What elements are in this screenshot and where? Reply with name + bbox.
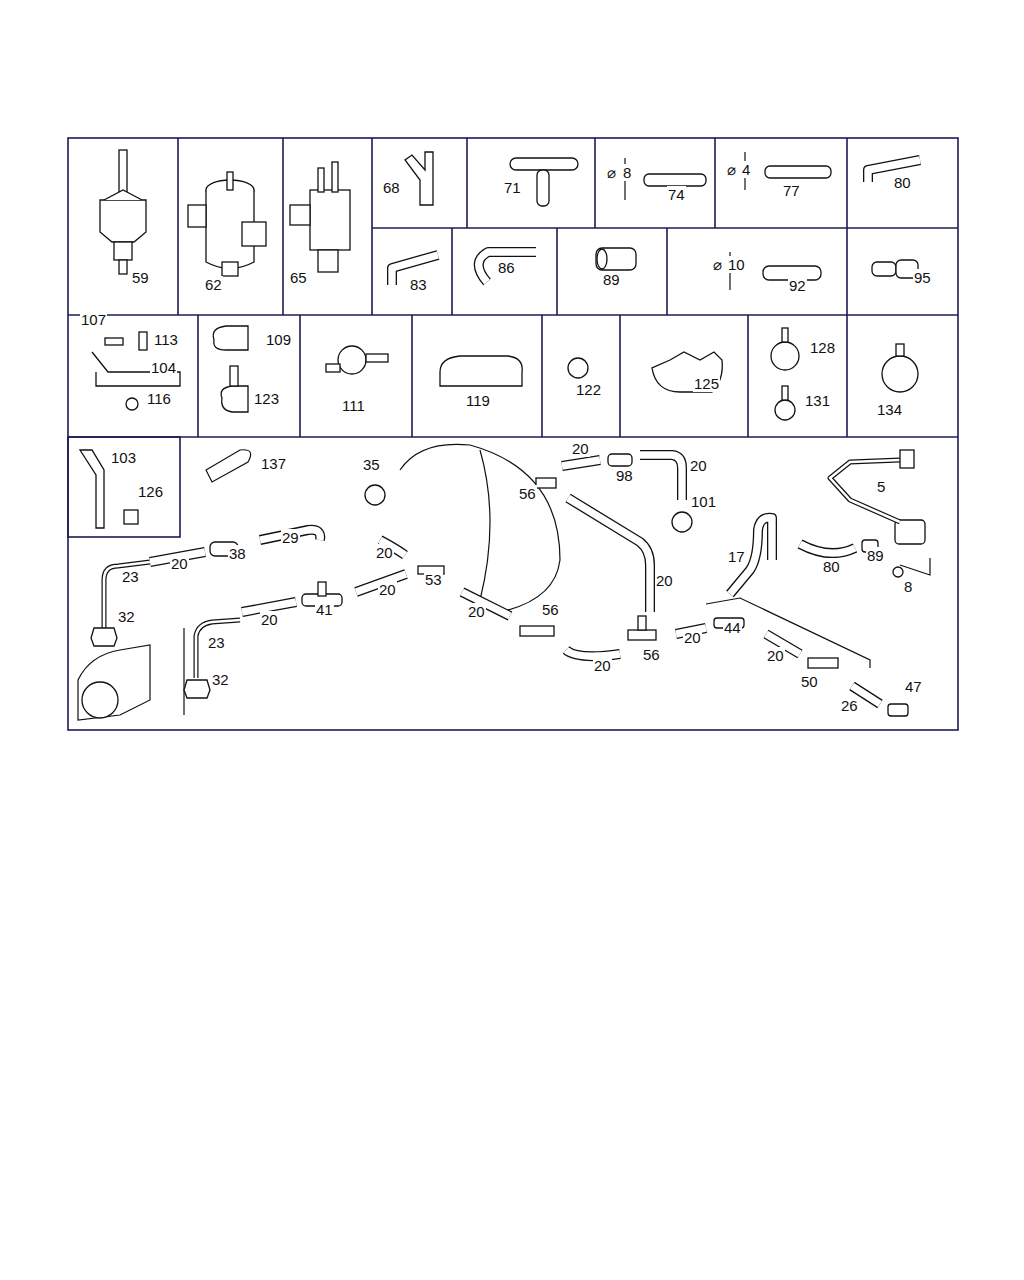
callout-number: ⌀: [712, 256, 723, 273]
callout-number: 107: [80, 311, 107, 328]
callout-number: 20: [375, 544, 394, 561]
callout-number: 20: [170, 555, 189, 572]
callout-number: 74: [667, 186, 686, 203]
callout-number: 83: [409, 276, 428, 293]
callout-number: 20: [766, 647, 785, 664]
callout-number: 20: [378, 581, 397, 598]
callout-number: 32: [211, 671, 230, 688]
callout-number: 123: [253, 390, 280, 407]
callout-number: 50: [800, 673, 819, 690]
callout-number: 126: [137, 483, 164, 500]
callout-number: 98: [615, 467, 634, 484]
callout-number: 8: [903, 578, 913, 595]
callout-number: ⌀: [606, 164, 617, 181]
callout-number: 26: [840, 697, 859, 714]
callout-number: 20: [683, 629, 702, 646]
callout-number: 17: [727, 548, 746, 565]
callout-number: 86: [497, 259, 516, 276]
callout-number: 47: [904, 678, 923, 695]
callout-number: 111: [341, 397, 366, 414]
callout-number: 131: [804, 392, 831, 409]
callout-number: 20: [593, 657, 612, 674]
callout-number: 103: [110, 449, 137, 466]
callout-number: 20: [260, 611, 279, 628]
callout-number: 35: [362, 456, 381, 473]
callout-number: 4: [741, 161, 751, 178]
callout-number: 92: [788, 277, 807, 294]
callout-number: 95: [913, 269, 932, 286]
callout-number: 80: [822, 558, 841, 575]
callout-number: 116: [146, 390, 172, 407]
callout-number: 38: [228, 545, 247, 562]
part-drawings: [80, 150, 920, 528]
callout-number: 125: [693, 375, 720, 392]
callout-number: 41: [315, 601, 334, 618]
callout-number: 113: [153, 331, 179, 348]
callout-number: 80: [893, 174, 912, 191]
callout-number: 137: [260, 455, 287, 472]
callout-number: 89: [866, 547, 885, 564]
callout-number: 53: [424, 571, 443, 588]
callout-number: 20: [571, 440, 590, 457]
grid-frame: [68, 138, 958, 730]
callout-number: 20: [689, 457, 708, 474]
callout-number: ⌀: [726, 161, 737, 178]
callout-number: 68: [382, 179, 401, 196]
callout-number: 56: [541, 601, 560, 618]
callout-number: 89: [602, 271, 621, 288]
callout-number: 5: [876, 478, 886, 495]
callout-number: 77: [782, 182, 801, 199]
callout-number: 56: [642, 646, 661, 663]
callout-number: 119: [465, 392, 491, 409]
callout-number: 8: [622, 164, 632, 181]
callout-number: 23: [121, 568, 140, 585]
callout-number: 65: [289, 269, 308, 286]
callout-number: 104: [150, 359, 177, 376]
callout-number: 23: [207, 634, 226, 651]
callout-number: 59: [131, 269, 150, 286]
callout-number: 56: [518, 485, 537, 502]
callout-number: 122: [575, 381, 602, 398]
vacuum-line-layout: [78, 444, 930, 720]
callout-number: 71: [503, 179, 522, 196]
callout-number: 32: [117, 608, 136, 625]
callout-number: 128: [809, 339, 836, 356]
callout-number: 109: [265, 331, 292, 348]
callout-number: 134: [876, 401, 903, 418]
callout-number: 101: [690, 493, 717, 510]
callout-number: 62: [204, 276, 223, 293]
callout-number: 29: [281, 529, 300, 546]
callout-number: 10: [727, 256, 746, 273]
callout-number: 44: [723, 619, 742, 636]
callout-number: 20: [467, 603, 486, 620]
callout-number: 20: [655, 572, 674, 589]
